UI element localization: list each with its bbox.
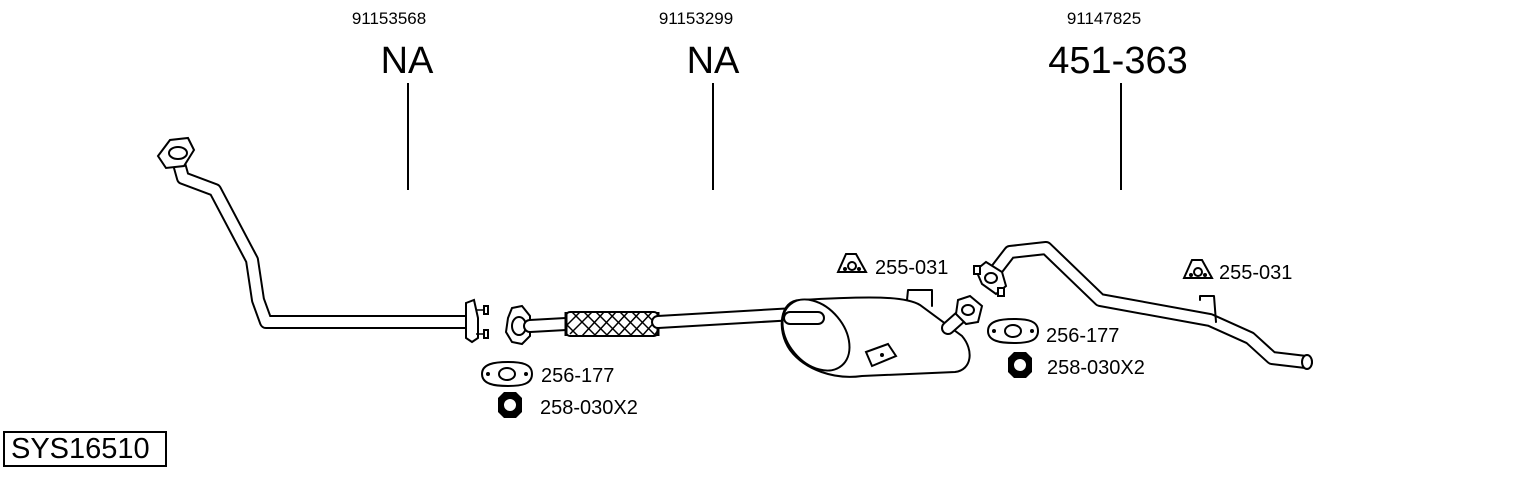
middle-silencer-drawing <box>504 289 984 378</box>
accessory-hanger-1[interactable]: 255-031 <box>836 253 948 279</box>
accessory-label: 255-031 <box>875 257 948 279</box>
part-number: 451-363 <box>1048 40 1187 82</box>
front-pipe-drawing <box>156 136 489 344</box>
accessory-gasket-1[interactable]: 256-177 <box>480 360 614 388</box>
accessory-hanger-2[interactable]: 255-031 <box>1182 259 1292 284</box>
oe-number: 91153299 <box>659 9 733 28</box>
accessory-nut-1[interactable]: 258-030X2 <box>498 392 638 419</box>
nut-icon <box>498 392 522 418</box>
accessory-nut-2[interactable]: 258-030X2 <box>1008 352 1145 379</box>
part-number: NA <box>381 40 434 82</box>
nut-icon <box>1008 352 1032 378</box>
rubber-hanger-icon <box>1182 259 1214 279</box>
oe-number: 91147825 <box>1067 9 1141 28</box>
tail-inlet-flange <box>973 260 1008 297</box>
part-tail-pipe[interactable]: 91147825 451-363 <box>1048 9 1188 190</box>
flex-pipe <box>564 311 660 337</box>
accessory-label: 258-030X2 <box>1047 357 1145 379</box>
tail-pipe-drawing <box>973 241 1313 370</box>
accessory-label: 256-177 <box>1046 325 1119 347</box>
oe-number: 91153568 <box>352 9 426 28</box>
system-code: SYS16510 <box>3 431 167 467</box>
accessory-gasket-2[interactable]: 256-177 <box>986 317 1119 347</box>
accessory-label: 258-030X2 <box>540 397 638 419</box>
gasket-icon <box>480 360 534 388</box>
front-pipe-end-flange <box>465 298 489 344</box>
accessory-label: 255-031 <box>1219 262 1292 284</box>
manifold-flange <box>156 136 196 170</box>
part-front-pipe[interactable]: 91153568 NA <box>352 9 434 190</box>
part-middle-silencer[interactable]: 91153299 NA <box>659 9 740 190</box>
part-number: NA <box>687 40 740 82</box>
accessory-label: 256-177 <box>541 365 614 387</box>
gasket-icon <box>986 317 1040 345</box>
rubber-hanger-icon <box>836 253 868 273</box>
